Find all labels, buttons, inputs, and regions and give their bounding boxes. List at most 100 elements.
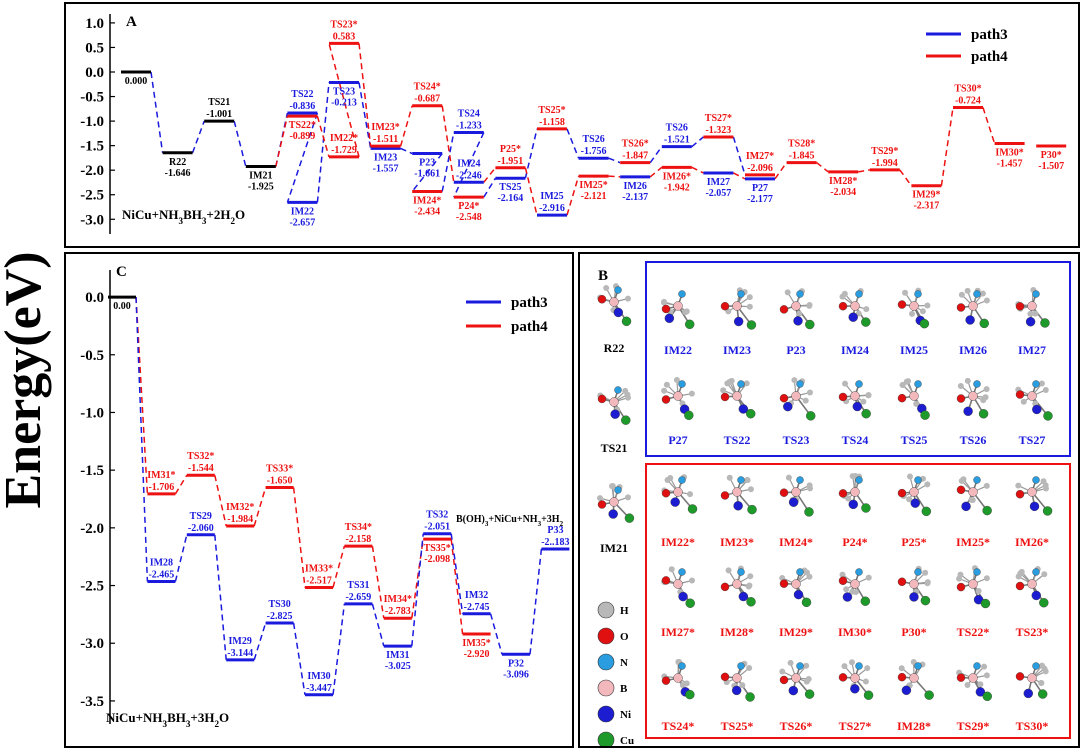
panel-c-level-name: P32	[508, 658, 524, 669]
y-axis-label: Energy(eV)	[0, 251, 52, 508]
atom-legend-swatch	[597, 679, 615, 697]
structure-label: TS26	[960, 433, 987, 447]
panel-a-legend-label: path4	[971, 49, 1008, 65]
panel-c-level-value: -2.659	[345, 592, 371, 603]
panel-c-level-name: IM33*	[305, 564, 333, 575]
structure-label: TS23*	[1016, 625, 1049, 639]
panel-a-level-value: -2.548	[456, 212, 482, 223]
panel-a-annotation: NiCu+NH3BH3+2H2O	[122, 207, 245, 226]
atom-legend-label: H	[620, 605, 629, 617]
panel-c-level-name: IM34*	[384, 594, 412, 605]
panel-a-level-value: -1.507	[1038, 161, 1064, 172]
panel-c-level-name: TS30	[268, 599, 290, 610]
panel-c-level-value: -1.706	[148, 482, 174, 493]
panel-c-connector	[332, 603, 346, 695]
panel-a-level-value: -2.317	[913, 201, 939, 212]
atom-legend-swatch	[597, 601, 615, 619]
panel-a-level-name: IM30*	[995, 148, 1023, 159]
panel-a-y-tick-label: -2.5	[80, 188, 104, 204]
panel-c-level-name: IM28	[150, 558, 173, 569]
panel-a-connector	[400, 147, 413, 155]
panel-c-y-tick-label: -1.0	[80, 405, 104, 421]
panel-a-connector	[275, 112, 289, 167]
panel-a-connector	[858, 169, 870, 173]
panel-c-level-value: -2.465	[148, 570, 174, 581]
panel-c-level-value: -1.544	[188, 463, 214, 474]
panel-a-connector	[191, 120, 205, 154]
panel-c-level-name: IM32*	[226, 502, 254, 513]
panel-c-level-value: -2.051	[424, 522, 450, 533]
molecule-structure	[897, 565, 931, 606]
molecule-structure	[1015, 380, 1053, 421]
molecule-structure	[779, 474, 814, 517]
panel-a-level-name: TS25	[499, 182, 521, 193]
molecule-structure	[838, 288, 871, 327]
molecule-structure	[597, 386, 631, 425]
atom-legend-label: Ni	[620, 709, 631, 721]
panel-a-level-name: IM25	[540, 191, 563, 202]
panel-c-level-name: IM32	[465, 590, 488, 601]
structure-label: P23	[786, 343, 805, 357]
panel-c-connector	[174, 474, 188, 495]
panel-c-level-value: -2.098	[424, 554, 450, 565]
molecule-structure	[720, 377, 756, 419]
panel-a-connector	[899, 169, 913, 187]
structure-label: TS29*	[957, 719, 990, 733]
panel-a-level-value: -2.657	[289, 217, 315, 228]
atom-legend-swatch	[597, 731, 615, 749]
panel-a-connector	[453, 132, 485, 198]
panel-c-product-label: B(OH)3+NiCu+NH3+3H2	[456, 514, 564, 528]
panel-a-level-value: 0.000	[125, 76, 148, 87]
panel-c-level-name: TS35*	[424, 543, 451, 554]
panel-a-connector	[566, 128, 580, 159]
panel-c-connector	[450, 539, 464, 635]
panel-a-level-name: TS21	[208, 97, 230, 108]
panel-c-level-name: IM29	[229, 636, 252, 647]
panel-c-level-value: -3.144	[227, 648, 253, 659]
panel-a-level-name: IM27*	[746, 151, 774, 162]
panel-c-level-value: -2.783	[385, 606, 411, 617]
panel-a-y-tick-label: 0.5	[85, 40, 104, 56]
panel-c-level-value: -2.745	[464, 602, 490, 613]
structure-label: P25*	[901, 535, 926, 549]
molecule-structure	[956, 377, 990, 419]
panel-b-letter: B	[598, 268, 608, 284]
panel-a-connector	[691, 166, 704, 174]
panel-a-level-value: -1.942	[664, 182, 690, 193]
panel-a-connector	[691, 136, 704, 148]
structure-label: IM29*	[779, 625, 813, 639]
panel-a-level-value: -0.836	[289, 101, 315, 112]
panel-a-level-value: -2.164	[497, 193, 523, 204]
panel-a-level-name: TS29*	[871, 146, 898, 157]
molecule-structure	[897, 287, 931, 329]
structure-label: P30*	[901, 625, 926, 639]
y-axis-label-text: Energy(eV)	[0, 251, 52, 508]
structure-label: TS22*	[957, 625, 990, 639]
panel-c-level-value: -2..183	[541, 537, 569, 548]
panel-a-level-value: -0.213	[331, 97, 357, 108]
panel-a-connector	[316, 115, 330, 158]
panel-a-y-tick-label: -2.0	[80, 163, 104, 179]
structure-label: TS25	[901, 433, 928, 447]
panel-a-level-name: IM21	[249, 171, 272, 182]
atom-legend-swatch	[597, 653, 615, 671]
structure-label: TS30*	[1016, 719, 1049, 733]
panel-c-connector	[253, 487, 267, 527]
panel-c-level-name: TS31	[347, 580, 369, 591]
panel-c-connector	[529, 548, 543, 655]
panel-c-connector	[489, 613, 503, 655]
structure-label: TS25*	[721, 719, 754, 733]
panel-c-legend-label: path4	[511, 319, 548, 335]
structure-label: IM22*	[661, 535, 695, 549]
panel-c-level-name: IM31*	[147, 470, 175, 481]
molecule-structure	[779, 659, 815, 699]
panel-a-connector	[441, 105, 455, 183]
panel-c-legend-label: path3	[511, 295, 548, 311]
structure-label: IM21	[600, 541, 628, 555]
structure-label: P27	[668, 433, 687, 447]
structure-label: TS22	[724, 433, 751, 447]
structure-label: IM22	[664, 343, 692, 357]
panel-a-level-name: IM26*	[663, 171, 691, 182]
